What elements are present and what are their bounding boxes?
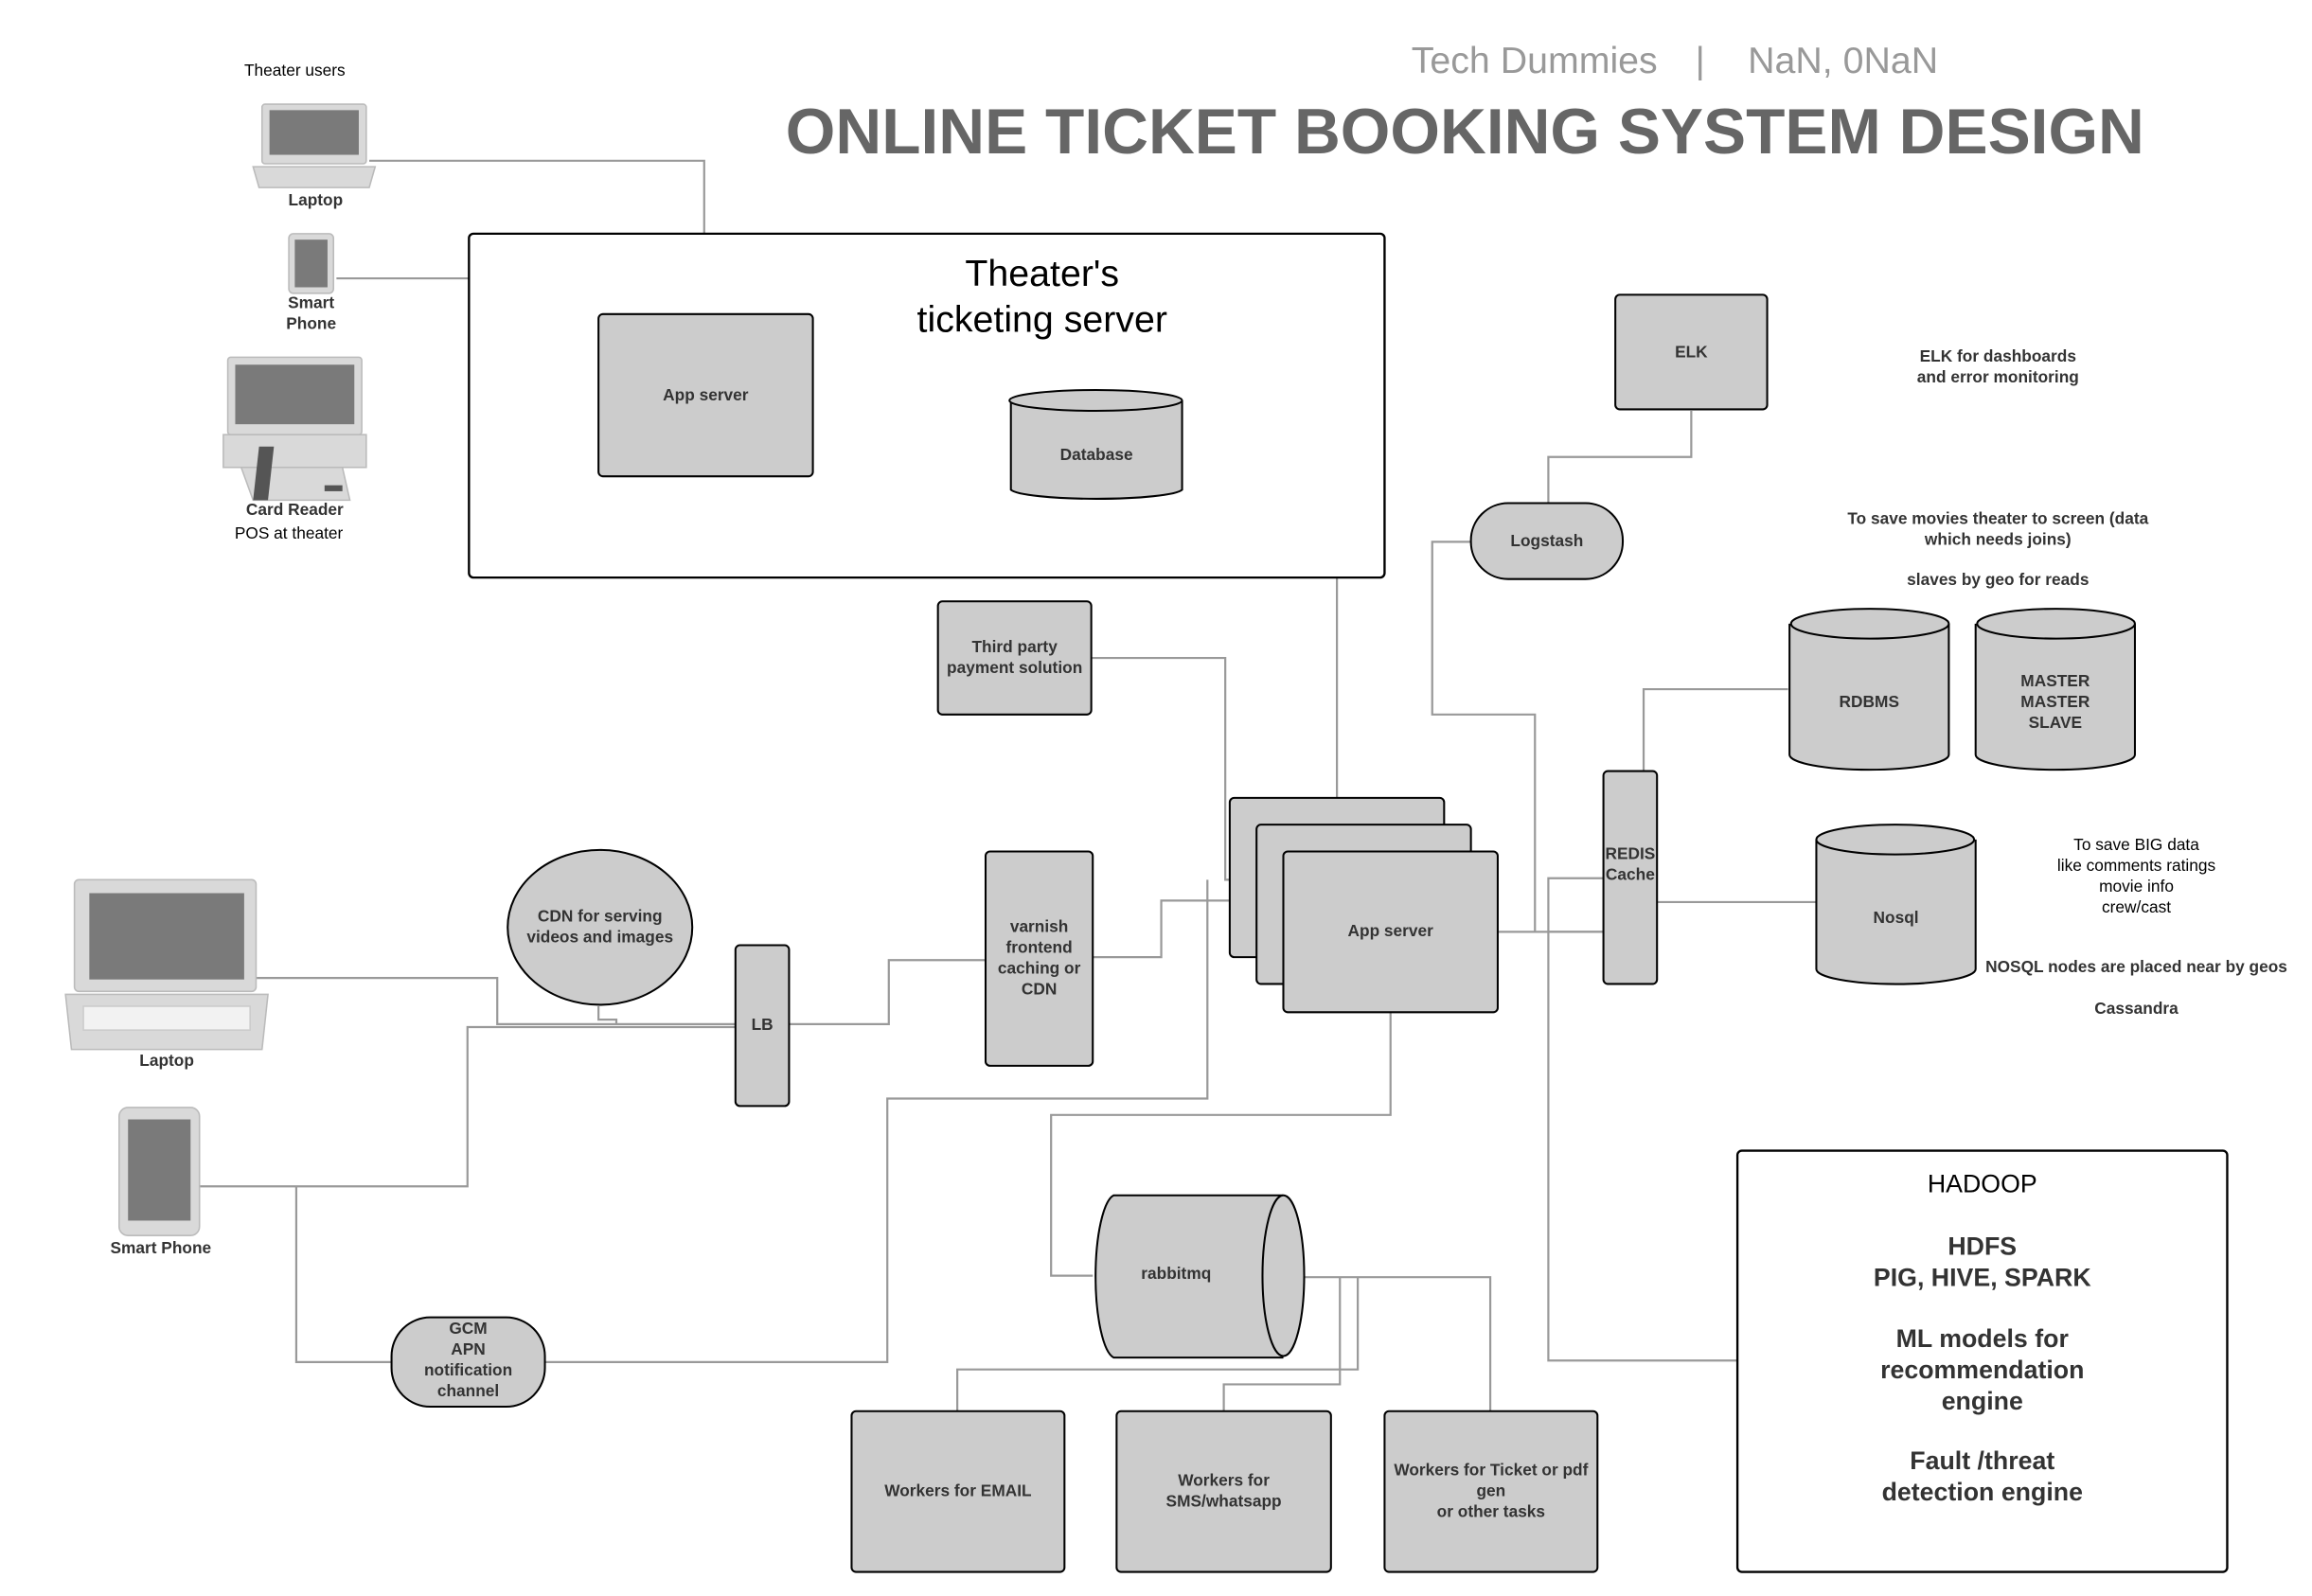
workers-email-box	[850, 1410, 1066, 1573]
cdn-ellipse	[507, 848, 694, 1006]
hadoop-ml: ML models for recommendation engine	[1880, 1323, 2085, 1415]
workers-ticket-box	[1383, 1410, 1599, 1573]
workers-sms-box	[1115, 1410, 1332, 1573]
pos-label: POS at theater	[234, 525, 344, 543]
hadoop-hdfs: HDFS PIG, HIVE, SPARK	[1873, 1232, 2091, 1292]
theater-database-cylinder	[1008, 388, 1183, 500]
nosql-label: Nosql	[1873, 909, 1919, 928]
redis-box	[1602, 770, 1659, 985]
nosql-note: To save BIG data like comments ratings m…	[2056, 836, 2216, 917]
brand-name: Tech Dummies	[1411, 39, 1658, 81]
replication-label: MASTER MASTER SLAVE	[2020, 672, 2090, 733]
rdbms-note: To save movies theater to screen (data w…	[1847, 510, 2149, 550]
rabbitmq-cylinder	[1094, 1194, 1306, 1359]
replication-cylinder	[1974, 608, 2136, 771]
theater-users-heading: Theater users	[243, 62, 346, 80]
theater-laptop-label: Laptop	[288, 191, 344, 210]
payment-label: Third party payment solution	[947, 638, 1083, 678]
hadoop-fault: Fault /threat detection engine	[1881, 1446, 2083, 1507]
workers-ticket-label: Workers for Ticket or pdf gen or other t…	[1394, 1462, 1589, 1522]
app-server-box	[1282, 850, 1499, 1014]
redis-label: REDIS Cache	[1605, 845, 1656, 885]
theater-database-label: Database	[1059, 446, 1133, 465]
theater-app-server-box	[597, 312, 814, 478]
card-reader-label: Card Reader	[245, 501, 344, 520]
elk-box	[1614, 293, 1769, 411]
workers-sms-label: Workers for SMS/whatsapp	[1165, 1472, 1282, 1512]
nosql-geo-note: NOSQL nodes are placed near by geos	[1985, 958, 2287, 977]
nosql-cylinder	[1815, 824, 1977, 985]
public-phone-label: Smart Phone	[110, 1239, 212, 1258]
header-separator: |	[1695, 39, 1705, 81]
theater-phone-label: Smart Phone	[286, 294, 337, 334]
connectors	[198, 159, 1817, 1411]
gcm-box	[390, 1316, 546, 1409]
header-date: NaN, 0NaN	[1748, 39, 1939, 81]
lb-label: LB	[751, 1017, 774, 1035]
public-laptop-icon	[64, 878, 269, 1051]
app-server-label: App server	[1347, 922, 1433, 941]
logstash-label: Logstash	[1510, 532, 1584, 551]
lb-box	[734, 944, 791, 1108]
hadoop-title: HADOOP	[1927, 1169, 2037, 1198]
elk-label: ELK	[1675, 343, 1708, 362]
gcm-label: GCM APN notification channel	[423, 1320, 513, 1401]
elk-note: ELK for dashboards and error monitoring	[1916, 347, 2079, 387]
rdbms-cylinder	[1788, 608, 1950, 771]
slaves-note: slaves by geo for reads	[1907, 571, 2090, 590]
hadoop-box	[1735, 1149, 2229, 1573]
cdn-label: CDN for serving videos and images	[526, 908, 674, 948]
varnish-box	[984, 850, 1094, 1067]
theater-server-title: Theater's ticketing server	[916, 253, 1167, 342]
pos-terminal-icon	[222, 356, 367, 502]
public-phone-icon	[118, 1107, 201, 1236]
payment-box	[936, 600, 1093, 716]
page-title: ONLINE TICKET BOOKING SYSTEM DESIGN	[785, 96, 2144, 168]
theater-app-server-label: App server	[663, 386, 749, 404]
public-laptop-label: Laptop	[139, 1052, 194, 1071]
rdbms-label: RDBMS	[1839, 693, 1899, 712]
logstash-box	[1469, 502, 1625, 580]
varnish-label: varnish frontend caching or CDN	[997, 918, 1081, 1000]
theater-laptop-icon	[252, 103, 377, 188]
cassandra-label: Cassandra	[2094, 1000, 2179, 1019]
rabbitmq-label: rabbitmq	[1141, 1265, 1212, 1284]
workers-email-label: Workers for EMAIL	[884, 1482, 1032, 1501]
theater-phone-icon	[288, 233, 335, 294]
